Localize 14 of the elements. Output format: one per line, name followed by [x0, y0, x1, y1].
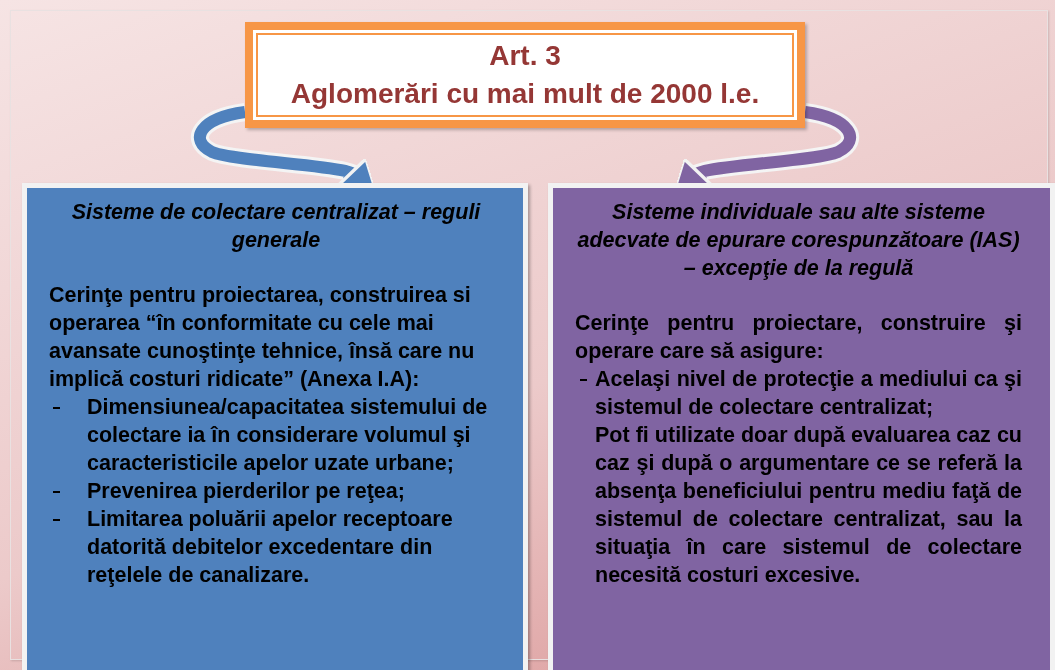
list-item-text: Acelaşi nivel de protecţie a mediului ca şi sistemul de colectare centralizat;: [595, 366, 1022, 421]
article-title: Art. 3: [489, 39, 561, 73]
heading-text: Sisteme individuale sau alte sisteme adecvate de epurare corespunzătoare (IAS) – excepţie de la regulă: [576, 199, 1021, 282]
heading-text: Sisteme de colectare centralizat – reguli generale: [70, 199, 482, 254]
list-item-text: Prevenirea pierderilor pe reţea;: [87, 478, 406, 505]
intro-text: Cerinţe pentru proiectare, construire şi operare care să asigure:: [575, 310, 1022, 365]
category-panel: [548, 183, 1055, 670]
list-item-text: Limitarea poluării apelor receptoare datorită debitelor excedentare din reţelele de canalizare.: [87, 506, 454, 589]
list-item-text: Dimensiunea/capacitatea sistemului de colectare ia în considerare volumul şi caracteristicile apelor uzate urbane;: [87, 394, 489, 477]
intro-text: Cerinţe pentru proiectarea, construirea si operarea “în conformitate cu cele mai avansate cunoştinţe tehnice, însă care nu implică costuri ridicate” (Anexa I.A):: [49, 282, 476, 393]
title-box: [245, 22, 805, 128]
list-item-text: Pot fi utilizate doar după evaluarea caz cu caz şi după o argumentare ce se referă la absenţa beneficiului pentru mediu faţă de sistemul de colectare centralizat, sau la situaţia în care sistemul de colectare necesită costuri excesive.: [595, 422, 1022, 589]
category-panel: [22, 183, 528, 670]
title-text: Aglomerări cu mai mult de 2000 l.e.: [290, 77, 760, 111]
